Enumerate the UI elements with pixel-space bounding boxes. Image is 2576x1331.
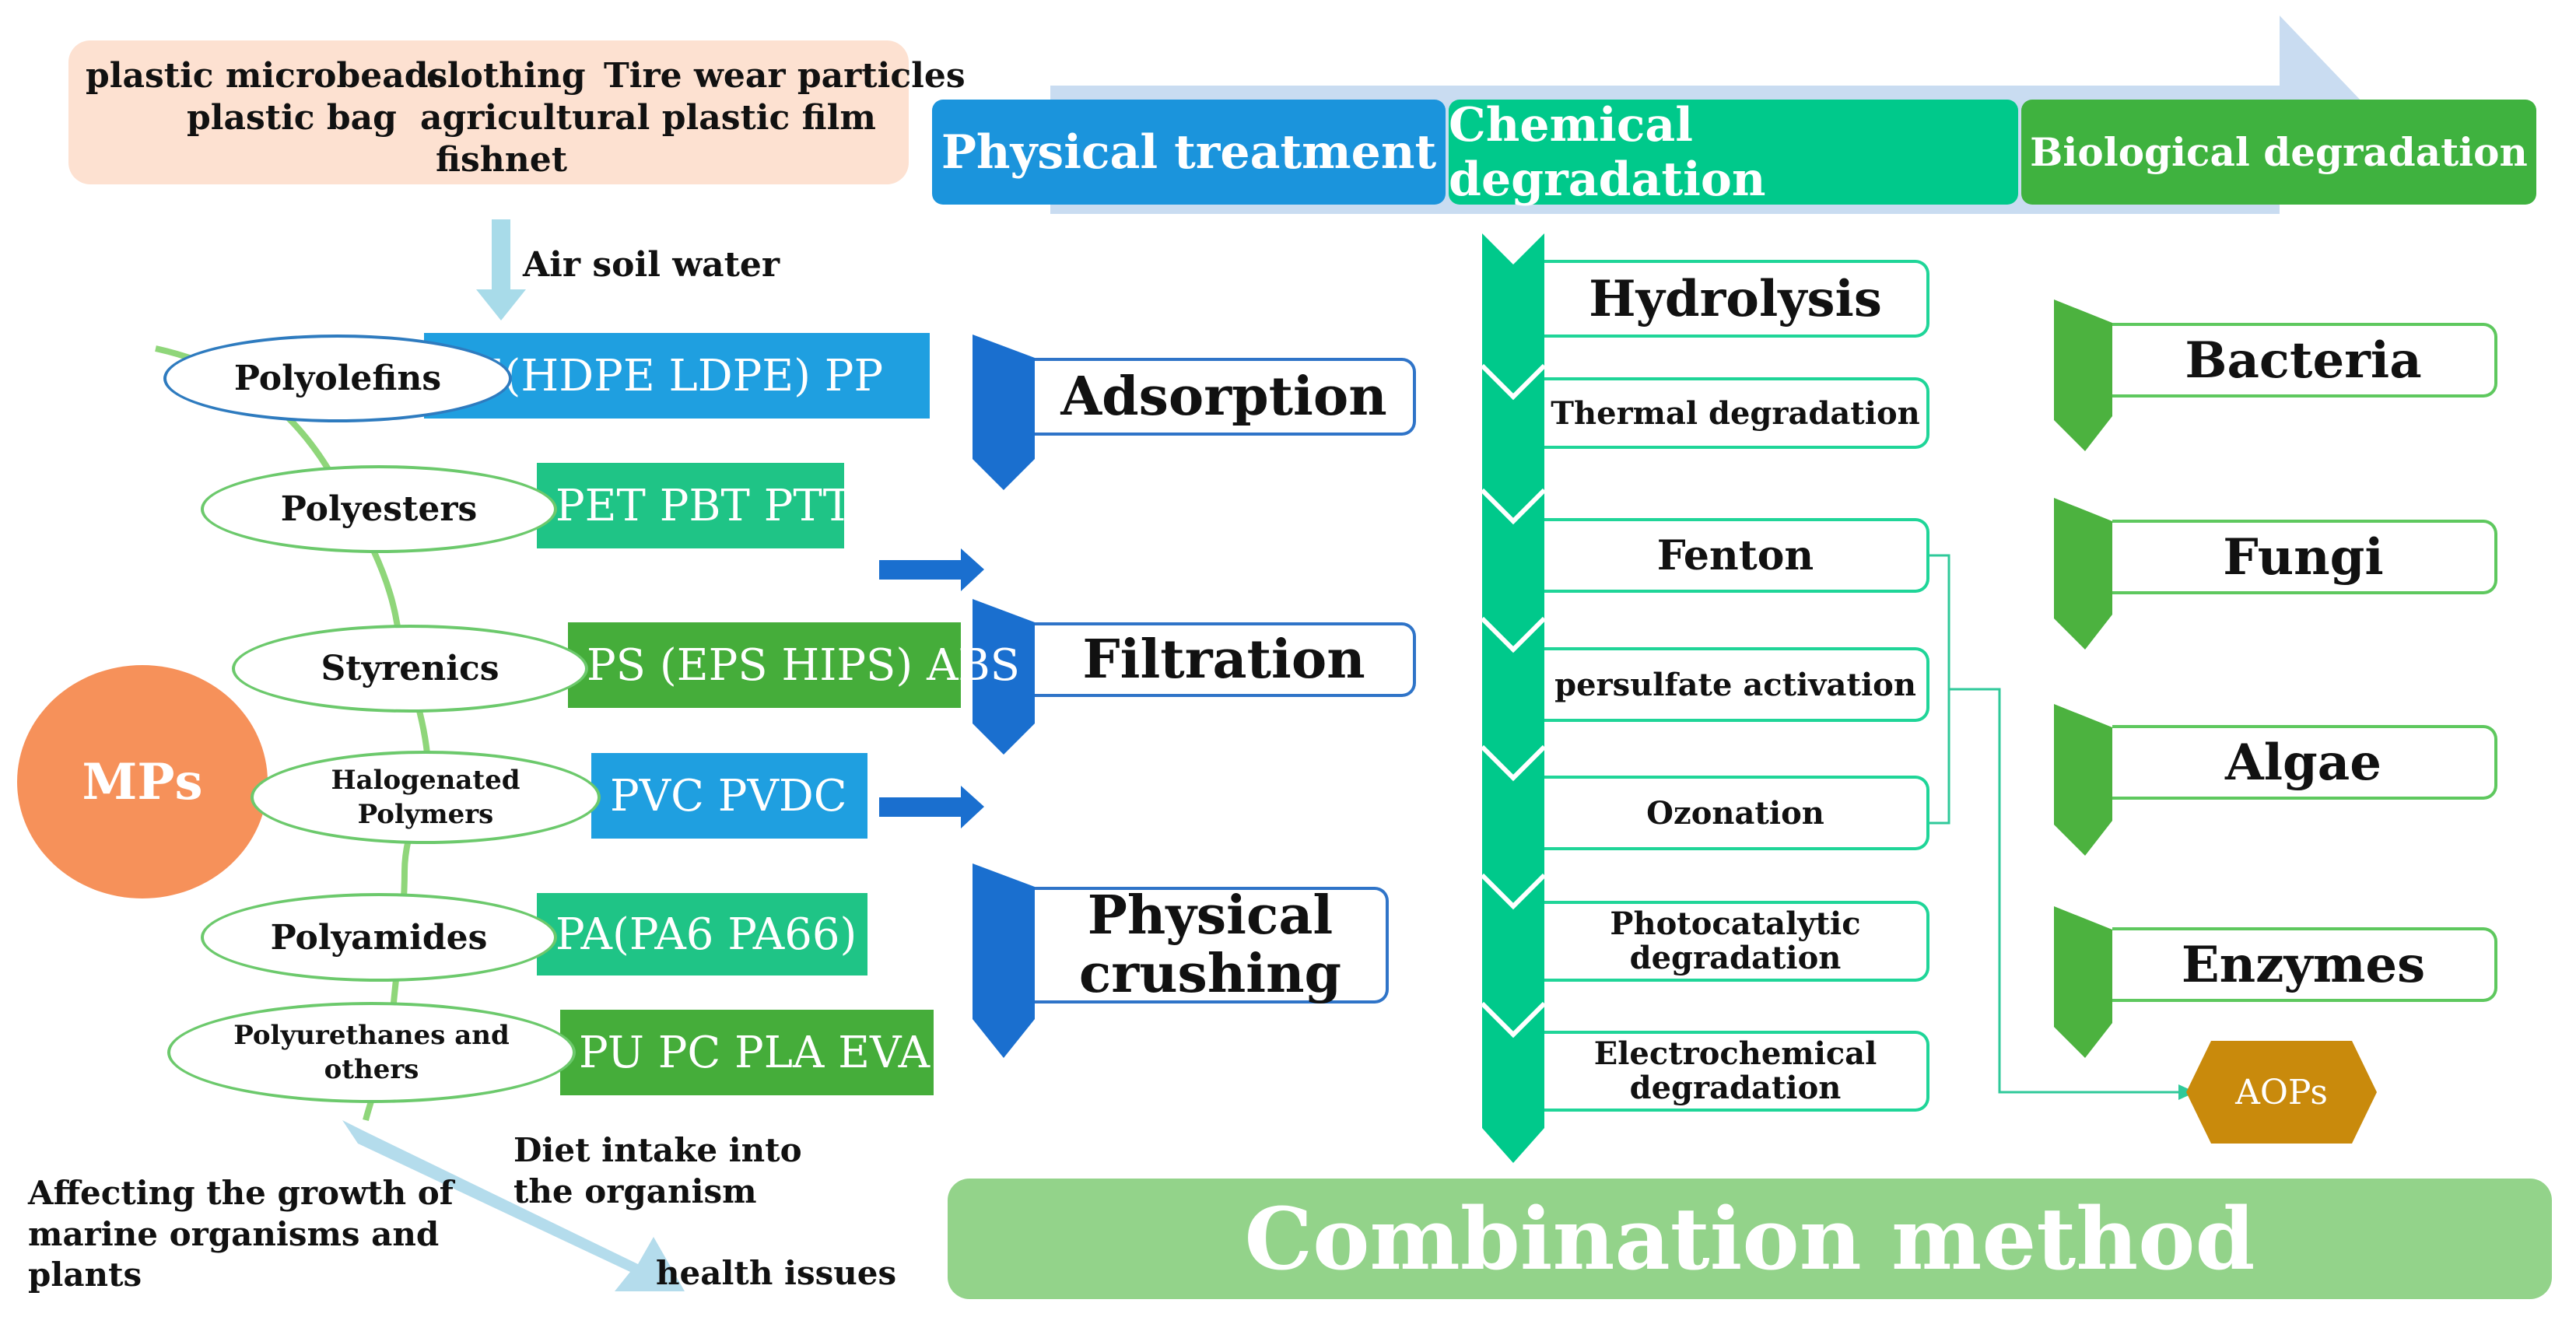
- chemical-chevron-dividers: [1480, 363, 1547, 1039]
- bio-chevron-2: [2054, 498, 2112, 650]
- aops-bracket: [1928, 554, 1950, 825]
- chemical-hydrolysis: Hydrolysis: [1544, 260, 1929, 338]
- source-plastic-microbeads: plastic microbeads: [86, 56, 448, 96]
- physical-adsorption: Adsorption: [1035, 358, 1416, 436]
- chemical-electrochemical: Electrochemical degradation: [1544, 1031, 1929, 1112]
- polymer-group-polyamides: Polyamides: [201, 893, 557, 982]
- physical-chevron-3: [973, 863, 1035, 1058]
- bio-bacteria: Bacteria: [2112, 323, 2497, 398]
- source-down-arrow: [476, 219, 526, 320]
- small-arrow-1: [879, 548, 984, 591]
- source-fishnet: fishnet: [436, 140, 568, 180]
- chemical-photocatalytic: Photocatalytic degradation: [1544, 901, 1929, 982]
- combination-method: Combination method: [948, 1179, 2552, 1299]
- polymer-types-halogenated: PVC PVDC: [591, 753, 867, 839]
- bio-fungi: Fungi: [2112, 520, 2497, 594]
- polymer-types-polyurethanes: PU PC PLA EVA: [560, 1010, 934, 1095]
- polymer-group-halogenated: Halogenated Polymers: [251, 751, 601, 844]
- physical-filtration: Filtration: [1035, 622, 1416, 697]
- polymer-group-polyurethanes: Polyurethanes and others: [167, 1002, 576, 1103]
- polymer-group-polyolefins: Polyolefins: [163, 335, 512, 422]
- header-chemical: Chemical degradation: [1449, 98, 2018, 207]
- bio-algae: Algae: [2112, 725, 2497, 800]
- effect-arrow: [342, 1120, 685, 1291]
- bio-chevron-3: [2054, 704, 2112, 856]
- aops-connector: [1949, 688, 2182, 1094]
- aops-label: AOPs: [2235, 1072, 2328, 1112]
- effect-diet: Diet intake into the organism: [513, 1131, 802, 1210]
- header-biological: Biological degradation: [2021, 100, 2536, 205]
- chemical-ozonation: Ozonation: [1544, 776, 1929, 850]
- chemical-thermal: Thermal degradation: [1544, 377, 1929, 449]
- polymer-types-polyesters: PET PBT PTT: [537, 463, 852, 548]
- header-physical: Physical treatment: [932, 100, 1446, 205]
- mps-circle: MPs: [17, 665, 268, 898]
- chemical-persulfate: persulfate activation: [1544, 647, 1929, 722]
- polymer-types-polyamides: PA(PA6 PA66): [537, 893, 867, 975]
- bio-chevron-4: [2054, 906, 2112, 1058]
- polymer-types-styrenics: PS (EPS HIPS) ABS: [568, 622, 1020, 708]
- pathway-label: Air soil water: [523, 245, 780, 285]
- aops-hexagon-shape: [2186, 1041, 2377, 1144]
- bio-enzymes: Enzymes: [2112, 927, 2497, 1002]
- chemical-chevron-column: [1482, 233, 1544, 1163]
- bio-chevron-1: [2054, 299, 2112, 451]
- physical-chevron-1: [973, 335, 1035, 490]
- physical-crushing: Physical crushing: [1035, 887, 1389, 1004]
- source-clothing: clothing: [426, 56, 586, 96]
- physical-chevron-2: [973, 599, 1035, 755]
- source-agri-film: agricultural plastic film: [420, 98, 876, 138]
- effect-health: health issues: [656, 1254, 897, 1292]
- chemical-fenton: Fenton: [1544, 518, 1929, 593]
- source-box: [68, 40, 909, 184]
- source-tire-wear: Tire wear particles: [604, 56, 966, 96]
- effect-growth: Affecting the growth of marine organisms…: [28, 1174, 454, 1294]
- polymer-group-styrenics: Styrenics: [232, 625, 588, 713]
- polymer-group-polyesters: Polyesters: [201, 465, 557, 553]
- source-plastic-bag: plastic bag: [187, 98, 397, 138]
- small-arrow-2: [879, 786, 984, 828]
